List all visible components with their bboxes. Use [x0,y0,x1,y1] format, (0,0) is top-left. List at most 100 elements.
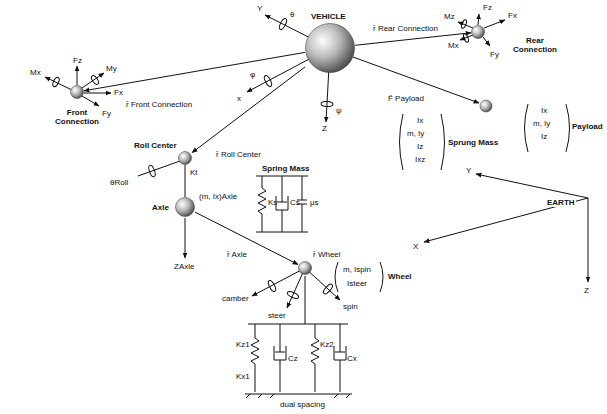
sphere-shape [178,151,192,165]
annotation-label: Y [466,166,471,175]
earth-axis-arrow [476,174,588,198]
camber-axis [252,268,305,296]
sphere-circle [299,262,312,275]
annotation-label: camber [222,294,249,303]
annotation-label: Mx [30,68,41,77]
spring-symbol [311,324,319,392]
rotation-symbol [321,101,333,107]
spring-symbol [251,324,259,392]
annotation-label: Kz2 [320,340,334,349]
body-point-sphere: Wheel [298,261,312,275]
matrix-bracket [335,262,338,292]
sphere-shape [471,25,485,39]
annotation-label: Z [322,124,327,133]
force-arrow [84,93,111,94]
part-label: Front Connection [52,108,102,126]
annotation-label: Ix [541,106,547,115]
body-point-sphere: Axle [175,197,195,217]
part-label: Rear Connection [510,36,560,54]
position-vector [192,67,305,153]
body-point-sphere: VEHICLE [305,23,355,73]
annotation-label: Fy [490,50,499,59]
vector-label: r̄ Front Connection [125,100,193,109]
part-label: VEHICLE [311,12,346,21]
annotation-label: φ [250,70,255,79]
force-arrow [82,96,99,106]
annotation-label: EARTH [546,198,576,207]
rotation-symbol [52,76,61,87]
earth-axis-arrow [588,198,589,282]
force-arrow [45,77,72,90]
sphere-shape [175,197,195,217]
matrix-bracket [525,104,529,152]
damper-symbol [334,324,346,392]
annotation-label: Cz [288,354,298,363]
annotation-label: Iz [417,142,423,151]
annotation-label: X [413,242,418,251]
payload-force-arrow [353,57,479,103]
annotation-label: F̄ Payload [388,94,424,103]
position-vector [185,165,186,197]
annotation-label: Sprung Mass [448,138,498,147]
annotation-label: ZAxle [174,262,194,271]
annotation-label: My [106,64,117,73]
annotation-label: Spring Mass [262,164,310,173]
rotation-symbol [90,74,100,85]
force-arrow [82,73,104,88]
sphere-circle [71,86,84,99]
annotation-label: m, Iy [533,119,550,128]
sphere-shape [70,85,84,99]
sphere-circle [472,26,485,39]
annotation-label: Y [257,4,262,13]
annotation-label: Ix [417,116,423,125]
part-label: Roll Center [134,141,177,150]
annotation-label: Fz [483,3,492,12]
annotation-label: Kt [190,168,198,177]
annotation-label: μs [310,198,319,207]
sphere-circle [306,24,355,73]
annotation-label: Iz [541,132,547,141]
spin-axis [305,268,340,300]
damper-symbol [274,324,286,392]
earth-axis-arrow [424,198,588,242]
annotation-label: x [237,94,241,103]
annotation-label: Cs [290,198,300,207]
vector-label: r̄ Rear Connection [372,24,439,33]
sphere-shape [305,23,355,73]
body-point-sphere: Rear Connection [471,25,485,39]
force-arrow [484,20,505,28]
annotation-label: r̄ Wheel [313,250,341,259]
annotation-label: Fx [508,11,517,20]
annotation-label: Payload [572,122,603,131]
spring-symbol [258,176,266,232]
spring-mass-frame [256,176,308,232]
sphere-circle [179,152,192,165]
rotation-symbol [263,75,273,88]
vector-label: r̄ Roll Center [215,150,262,159]
rotation-symbol [322,283,334,295]
annotation-label: m, Ispin [343,265,371,274]
force-arrow [77,66,78,85]
annotation-label: m, Iy [407,129,424,138]
annotation-label: Isteer [347,279,367,288]
annotation-label: Fx [114,88,123,97]
rotation-symbol [287,290,300,299]
annotation-label: (m, Ix)Axle [199,192,237,201]
annotation-label: steer [268,311,286,320]
rotation-symbol [278,18,288,31]
rotation-symbol [461,19,468,29]
annotation-label: Z [584,286,589,295]
rotation-symbol [148,165,157,178]
vector-label: r̄ Axle [226,250,248,259]
damper-symbol [276,176,288,232]
annotation-label: spin [343,302,358,311]
force-arrow [483,37,490,46]
annotation-label: Cx [347,354,357,363]
annotation-label: Fz [73,56,82,65]
ground-hatch [246,394,350,398]
part-label: Wheel [388,272,412,281]
matrix-bracket [566,104,570,152]
annotation-label: Kz1 [236,340,250,349]
